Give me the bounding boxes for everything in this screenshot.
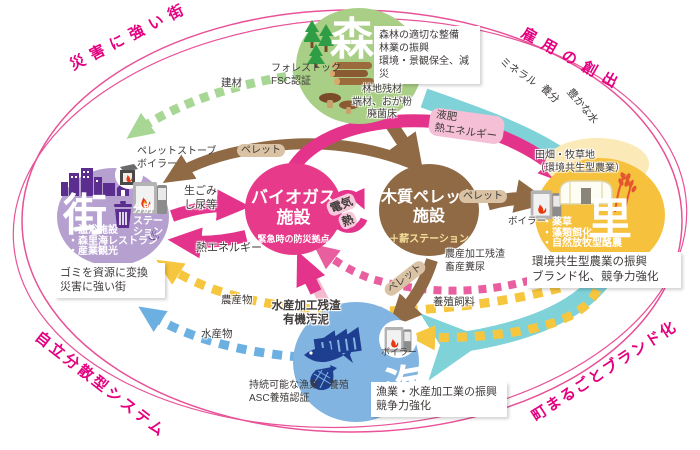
biogas-subtitle: 緊急時の防災拠点 [257,234,330,244]
sorting-station-label: 分別 ステーション [133,204,163,238]
pellet-to-town-label: ペレット [241,145,281,156]
town-benefit-box: ゴミを資源に変換 災害に強い街 [55,263,165,298]
forest-benefit-box: 森林の適切な整備 林業の振興 環境・景観保全、減災 [374,26,480,84]
logs-icon [330,62,374,85]
sea-boiler-label: ボイラー [381,347,418,357]
onsen-icon: ♨ [147,227,161,244]
boiler-icon-sato [530,190,562,220]
sato-label: 里 [588,195,632,244]
arrow-aquaculture-feed [408,287,602,351]
fish-icon [304,343,353,363]
garbage-label: 生ごみ し尿等 [184,185,217,211]
pellet-to-town-label-bg: ペレット [237,144,285,157]
sato-benefit-box: 環境共生型農業の振興 ブランド化、競争力強化 [527,252,681,288]
city-skyline-icon [61,168,129,196]
forest-label: 森 [330,15,374,64]
biogas-title: バイオガス 施設 [251,188,336,228]
arrow-garbage [170,189,251,222]
arrow-heat-to-town [167,227,248,259]
sato-boiler-label: ボイラー [508,216,547,227]
sato-features: ・薬草 ・藻類餌化 ・自然放牧型酪農 [542,217,622,249]
mushrooms-icon [319,93,359,114]
arrow-farm-products [156,259,562,316]
node-town: 街 分別 ステーション ♨ ・温浴施設 ・森里海レストラン ・産業観光 [57,161,169,266]
marine-products-label: 水産物 [201,328,233,340]
node-biogas: バイオガス 施設 緊急時の防災拠点 [245,163,342,255]
aquaculture-feed-label: 養殖飼料 [433,296,475,308]
town-features: ・温浴施設 ・森里海レストラン ・産業観光 [68,225,158,257]
pellet-to-sato-label: ペレット [463,191,503,202]
pellet-stove-label: ペレットストーブ ボイラー [137,146,217,170]
building-material-label: 建材 [221,77,242,89]
heat-to-town-label: 熱エネルギー [196,242,262,254]
forestock-cert-label: フォレストック FSC認証 [271,63,341,87]
farm-products-label: 農産物 [221,294,253,306]
arrow-marine-residue [296,250,326,295]
trash-bin-icon [114,201,132,228]
arrow-building-material [126,69,303,139]
pellet-title: 木質ペレット 施設 [380,189,477,226]
fishing-net-icon [310,365,337,391]
pine-trees-icon [304,20,334,68]
greenhouse-icon [559,180,613,205]
boiler-icon-town [133,182,167,214]
arrow-marine-products [138,306,301,362]
node-pellet-plant: 木質ペレット 施設 ＋薪ステーション [379,164,479,256]
boiler-icon-sea [384,326,412,353]
sea-benefit-box: 漁業・水産加工業の振興 競争力強化 [371,382,507,417]
town-label: 街 [63,191,107,240]
marine-residue-label: 水産加工残渣 有機汚泥 [271,300,341,327]
sea-cert-label: 持続可能な漁業・養殖 ASC養殖認証 [249,380,349,404]
farm-residue-label: 農産加工残渣 畜産糞尿 [445,249,505,273]
sato-field-label: 田畑・牧草地 （環境共生型農業） [535,150,625,174]
forest-residues-label: 林地残材 端材、おが粉 廃菌床 [352,84,412,120]
pellet-subtitle: ＋薪ステーション [389,234,469,245]
pellet-to-sato-label-bg: ペレット [459,190,507,203]
rice-ear-icon [614,172,637,212]
arrow-pellet-to-sea [388,258,438,329]
